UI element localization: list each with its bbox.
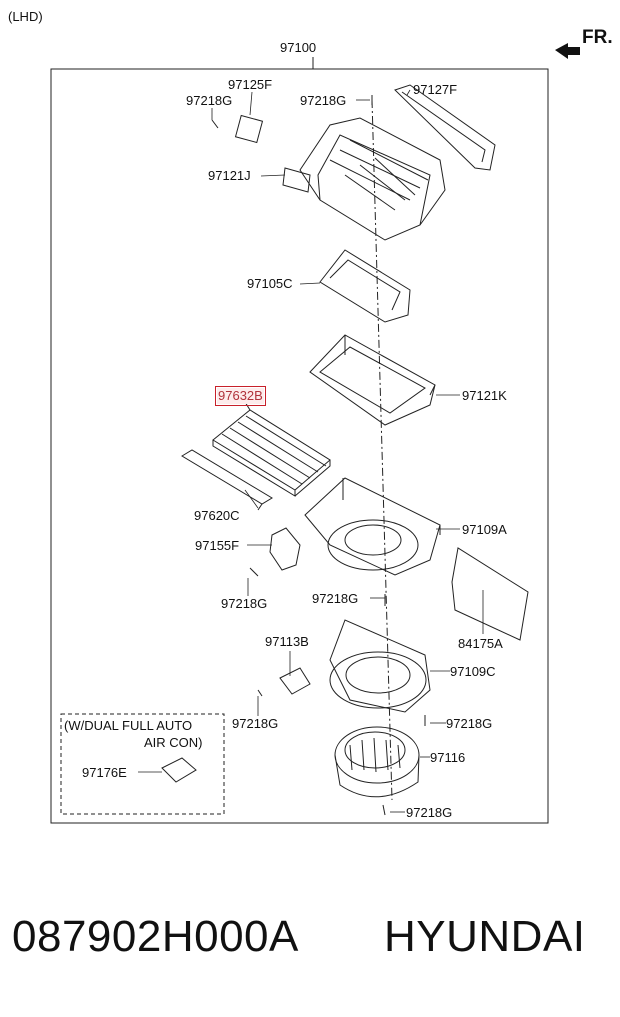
- label-97632B-highlighted[interactable]: 97632B: [215, 386, 266, 406]
- label-97127F: 97127F: [413, 82, 458, 97]
- part-number: 087902H000A: [12, 912, 299, 961]
- assembly-label: 97100: [280, 40, 317, 55]
- option-note: (W/DUAL FULL AUTO AIR CON): [64, 717, 203, 751]
- blower-case-lower-drawing: [329, 594, 431, 726]
- pad-drawing: [451, 547, 529, 641]
- option-note-line2: AIR CON): [144, 735, 203, 750]
- label-97218G-e: 97218G: [232, 716, 279, 731]
- label-97176E: 97176E: [82, 765, 127, 780]
- blower-motor-drawing: [334, 726, 420, 816]
- label-97113B: 97113B: [265, 634, 309, 649]
- option-box: [60, 713, 225, 815]
- label-84175A: 84175A: [458, 636, 503, 651]
- cabin-filter-drawing: [212, 401, 331, 497]
- label-97105C: 97105C: [247, 276, 293, 291]
- front-arrow-icon: [555, 43, 580, 59]
- label-97125F: 97125F: [228, 77, 273, 92]
- label-97121K: 97121K: [462, 388, 507, 403]
- label-97218G-b: 97218G: [300, 93, 347, 108]
- label-97155F: 97155F: [195, 538, 240, 553]
- label-97121J: 97121J: [208, 168, 251, 183]
- filter-cover-drawing: [319, 249, 411, 323]
- label-97116: 97116: [430, 750, 466, 765]
- label-97620C: 97620C: [194, 508, 240, 523]
- label-97218G-g: 97218G: [406, 805, 453, 820]
- label-97109C: 97109C: [450, 664, 496, 679]
- label-97109A: 97109A: [462, 522, 507, 537]
- brand-name: HYUNDAI: [384, 912, 586, 961]
- filter-frame-drawing: [309, 334, 436, 426]
- leader-lines: [138, 89, 484, 813]
- sensor-drawing: [161, 757, 197, 783]
- option-note-line1: (W/DUAL FULL AUTO: [64, 718, 193, 733]
- label-97218G-c: 97218G: [221, 596, 268, 611]
- actuator-drawing: [249, 527, 301, 577]
- upper-case-drawing: [211, 84, 496, 241]
- door-drawing: [181, 449, 273, 511]
- label-97218G-f: 97218G: [446, 716, 493, 731]
- label-97218G-a: 97218G: [186, 93, 233, 108]
- blower-case-upper-drawing: [304, 477, 441, 576]
- top-note: (LHD): [8, 9, 43, 24]
- label-97218G-d: 97218G: [312, 591, 359, 606]
- assembly-frame: [50, 68, 549, 824]
- direction-label: FR.: [582, 27, 613, 48]
- assembly-axis: [371, 99, 393, 801]
- resistor-drawing: [257, 667, 311, 697]
